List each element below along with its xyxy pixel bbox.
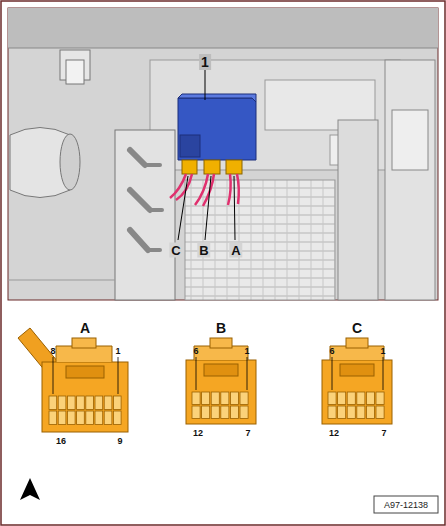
pin-cavity: [347, 406, 355, 419]
pin-cavity: [113, 396, 121, 410]
pin-cavity: [67, 411, 75, 425]
pin-cavity: [67, 396, 75, 410]
pin-cavity: [230, 392, 238, 405]
pin-number: 1: [380, 347, 385, 356]
connector-letter: A: [229, 243, 242, 258]
pin-cavity: [95, 396, 103, 410]
pin-cavity: [338, 392, 346, 405]
callout-number: 1: [199, 54, 211, 70]
pin-cavity: [240, 406, 248, 419]
pin-cavity: [77, 396, 85, 410]
pin-cavity: [211, 392, 219, 405]
pin-cavity: [221, 406, 229, 419]
pin-number: 16: [56, 437, 66, 446]
pin-number: 1: [115, 347, 120, 356]
pin-number: 7: [381, 429, 386, 438]
pin-cavity: [347, 392, 355, 405]
pin-cavity: [58, 396, 66, 410]
connector-letter: A: [80, 321, 90, 335]
pin-cavity: [49, 396, 57, 410]
pin-cavity: [86, 411, 94, 425]
pin-cavity: [366, 392, 374, 405]
pin-number: 12: [329, 429, 339, 438]
pin-cavity: [366, 406, 374, 419]
pin-cavity: [86, 396, 94, 410]
connector-letter: B: [216, 321, 226, 335]
direction-arrow: [20, 478, 40, 500]
pin-cavity: [95, 411, 103, 425]
pin-number: 9: [117, 437, 122, 446]
pin-number: 1: [244, 347, 249, 356]
pin-cavity: [357, 392, 365, 405]
pin-cavity: [77, 411, 85, 425]
pin-cavity: [328, 392, 336, 405]
pin-cavity: [338, 406, 346, 419]
pin-cavity: [113, 411, 121, 425]
pin-number: 12: [193, 429, 203, 438]
pin-cavity: [104, 411, 112, 425]
pin-cavity: [192, 406, 200, 419]
pin-number: 8: [50, 347, 55, 356]
figure-code: A97-12138: [384, 501, 428, 510]
pin-cavity: [240, 392, 248, 405]
pin-number: 6: [193, 347, 198, 356]
pin-cavity: [49, 411, 57, 425]
pin-cavity: [104, 396, 112, 410]
pin-number: 6: [329, 347, 334, 356]
connector-letter: C: [352, 321, 362, 335]
pin-cavity: [376, 406, 384, 419]
pin-cavity: [202, 392, 210, 405]
pin-cavity: [376, 392, 384, 405]
connector-letter: B: [197, 243, 210, 258]
connector-letter: C: [169, 243, 182, 258]
pin-cavity: [328, 406, 336, 419]
pin-cavity: [202, 406, 210, 419]
pin-cavity: [221, 392, 229, 405]
pin-cavity: [357, 406, 365, 419]
pin-cavity: [211, 406, 219, 419]
pin-cavity: [230, 406, 238, 419]
pin-number: 7: [245, 429, 250, 438]
pin-cavity: [58, 411, 66, 425]
pin-cavity: [192, 392, 200, 405]
